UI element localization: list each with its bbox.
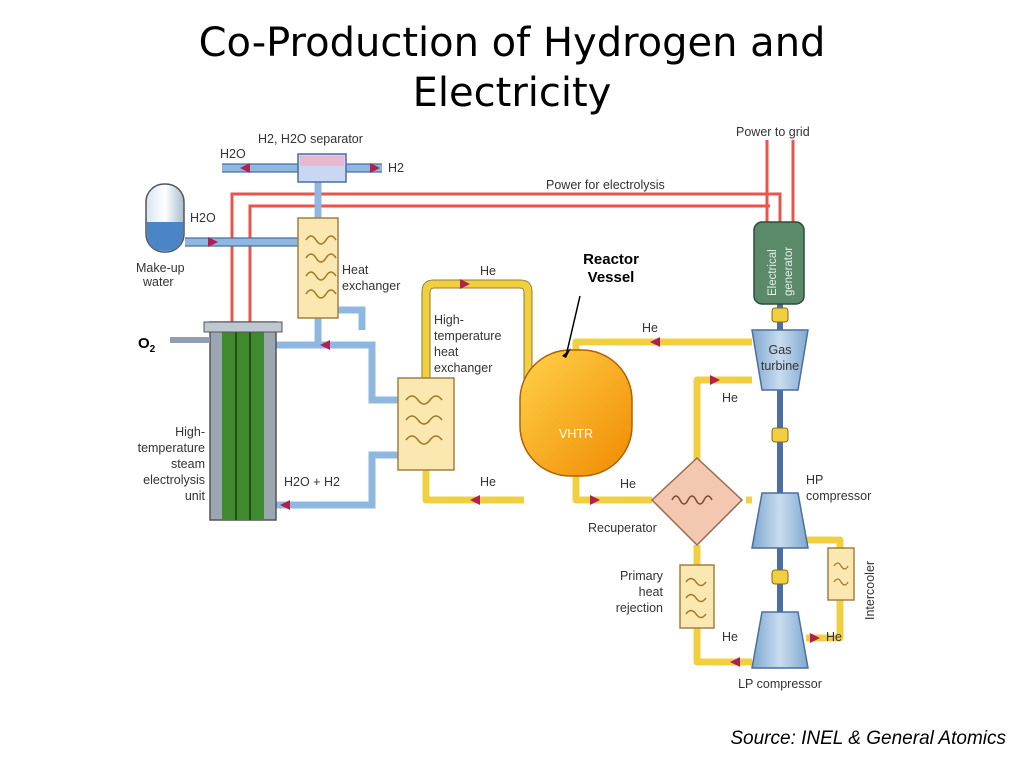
hp-compressor xyxy=(751,492,809,549)
label-hp-compressor-1: HP xyxy=(806,473,823,487)
label-h2o-feed: H2O xyxy=(190,211,216,225)
gas-turbine xyxy=(751,329,809,391)
label-lp-compressor: LP compressor xyxy=(738,677,822,691)
label-power-electrolysis: Power for electrolysis xyxy=(546,178,665,192)
makeup-water-tank xyxy=(145,183,185,253)
label-o2: O2 xyxy=(138,335,156,355)
electrolysis-unit xyxy=(203,321,283,521)
page-title: Co-Production of Hydrogen and Electricit… xyxy=(0,18,1024,118)
helium-pipes xyxy=(422,280,844,666)
recuperator xyxy=(650,456,744,547)
label-hthx-4: exchanger xyxy=(434,361,492,375)
label-he-reactor-out: He xyxy=(642,321,658,335)
label-hthx-2: temperature xyxy=(434,329,501,343)
label-power-grid: Power to grid xyxy=(736,125,810,139)
electrical-generator xyxy=(753,221,805,305)
label-hthx-1: High- xyxy=(434,313,464,327)
label-hthx-3: heat xyxy=(434,345,459,359)
label-primary-1: Primary xyxy=(620,569,664,583)
label-electrolysis-3: steam xyxy=(171,457,205,471)
label-he-turbine-out: He xyxy=(722,391,738,405)
label-he-recuperator: He xyxy=(620,477,636,491)
label-electrolysis-2: temperature xyxy=(138,441,205,455)
flow-arrows xyxy=(208,163,820,667)
lp-compressor xyxy=(751,611,809,669)
label-gas-turbine-1: Gas xyxy=(769,343,792,357)
label-heat-exchanger-2: exchanger xyxy=(342,279,400,293)
label-electrolysis-5: unit xyxy=(185,489,206,503)
label-makeup-2: water xyxy=(142,275,174,289)
vhtr-reactor-vessel xyxy=(519,349,633,477)
title-line-2: Electricity xyxy=(412,70,612,116)
reactor-pointer-arrowhead xyxy=(562,348,571,358)
label-reactor-1: Reactor xyxy=(583,251,639,268)
heat-exchanger xyxy=(297,217,339,319)
source-citation: Source: INEL & General Atomics xyxy=(730,728,1006,749)
label-intercooler: Intercooler xyxy=(863,561,877,620)
label-h2o-left: H2O xyxy=(220,147,246,161)
label-he-lp-right: He xyxy=(826,630,842,644)
label-electrolysis-1: High- xyxy=(175,425,205,439)
label-recuperator: Recuperator xyxy=(588,521,657,535)
separator-highlight xyxy=(300,156,344,166)
water-pipes xyxy=(185,164,398,509)
label-primary-3: rejection xyxy=(616,601,663,615)
label-reactor-2: Vessel xyxy=(588,269,635,286)
water-pipe-outlines xyxy=(185,163,382,247)
label-gas-turbine-2: turbine xyxy=(761,359,799,373)
label-h2o-h2: H2O + H2 xyxy=(284,475,340,489)
label-electrolysis-4: electrolysis xyxy=(143,473,205,487)
label-he-top: He xyxy=(480,264,496,278)
label-vhtr: VHTR xyxy=(559,427,593,441)
intercooler xyxy=(827,547,855,601)
shaft-couplings xyxy=(771,307,789,585)
label-electrical-generator-2: generator xyxy=(783,247,795,296)
label-electrical-generator-1: Electrical xyxy=(767,249,779,296)
reactor-pointer-arrow xyxy=(565,295,581,357)
label-hp-compressor-2: compressor xyxy=(806,489,871,503)
power-lines xyxy=(230,140,795,322)
primary-heat-rejection xyxy=(679,564,715,629)
label-makeup-1: Make-up xyxy=(136,261,185,275)
high-temperature-heat-exchanger xyxy=(397,377,455,471)
label-heat-exchanger-1: Heat xyxy=(342,263,369,277)
label-h2-right: H2 xyxy=(388,161,404,175)
label-he-bottom: He xyxy=(480,475,496,489)
label-primary-2: heat xyxy=(639,585,664,599)
label-separator: H2, H2O separator xyxy=(258,132,363,146)
title-line-1: Co-Production of Hydrogen and xyxy=(198,20,826,66)
label-he-lp-left: He xyxy=(722,630,738,644)
helium-pipe-outlines xyxy=(421,279,533,395)
